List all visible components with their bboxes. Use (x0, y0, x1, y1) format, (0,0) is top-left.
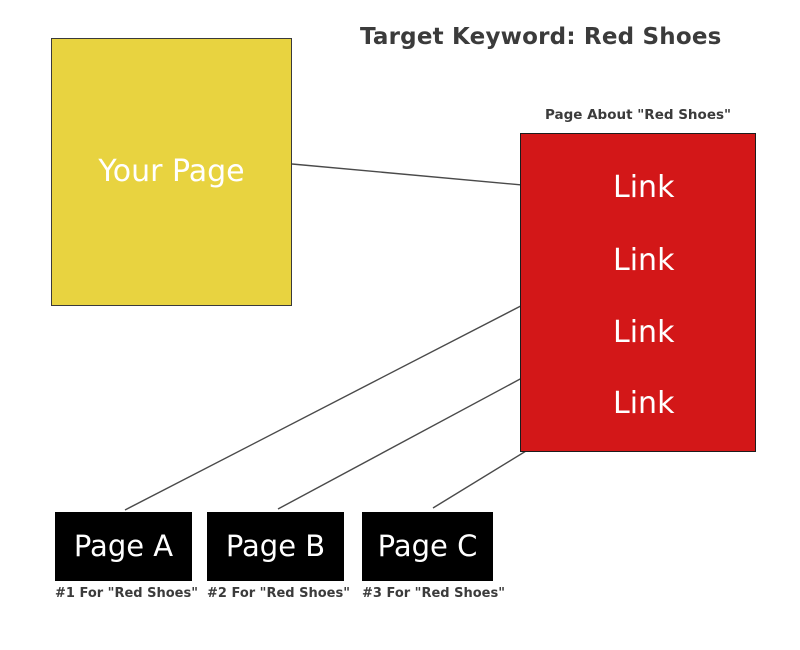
node-page-a[interactable]: Page A (55, 512, 192, 581)
page-title: Target Keyword: Red Shoes (360, 24, 722, 50)
node-page-c[interactable]: Page C (362, 512, 493, 581)
link-item-2[interactable]: Link (613, 243, 675, 278)
node-your-page-label: Your Page (98, 154, 245, 189)
node-page-b[interactable]: Page B (207, 512, 344, 581)
node-target-page[interactable]: Link Link Link Link (520, 133, 756, 452)
node-your-page[interactable]: Your Page (51, 38, 292, 306)
node-page-c-label: Page C (377, 529, 478, 563)
link-item-1[interactable]: Link (613, 170, 675, 205)
link-item-3[interactable]: Link (613, 315, 675, 350)
node-page-a-label: Page A (73, 529, 174, 563)
node-page-a-caption: #1 For "Red Shoes" (55, 586, 198, 601)
node-page-b-label: Page B (225, 529, 326, 563)
node-page-b-caption: #2 For "Red Shoes" (207, 586, 350, 601)
target-page-caption: Page About "Red Shoes" (544, 107, 732, 123)
link-item-4[interactable]: Link (613, 386, 675, 421)
node-page-c-caption: #3 For "Red Shoes" (362, 586, 505, 601)
